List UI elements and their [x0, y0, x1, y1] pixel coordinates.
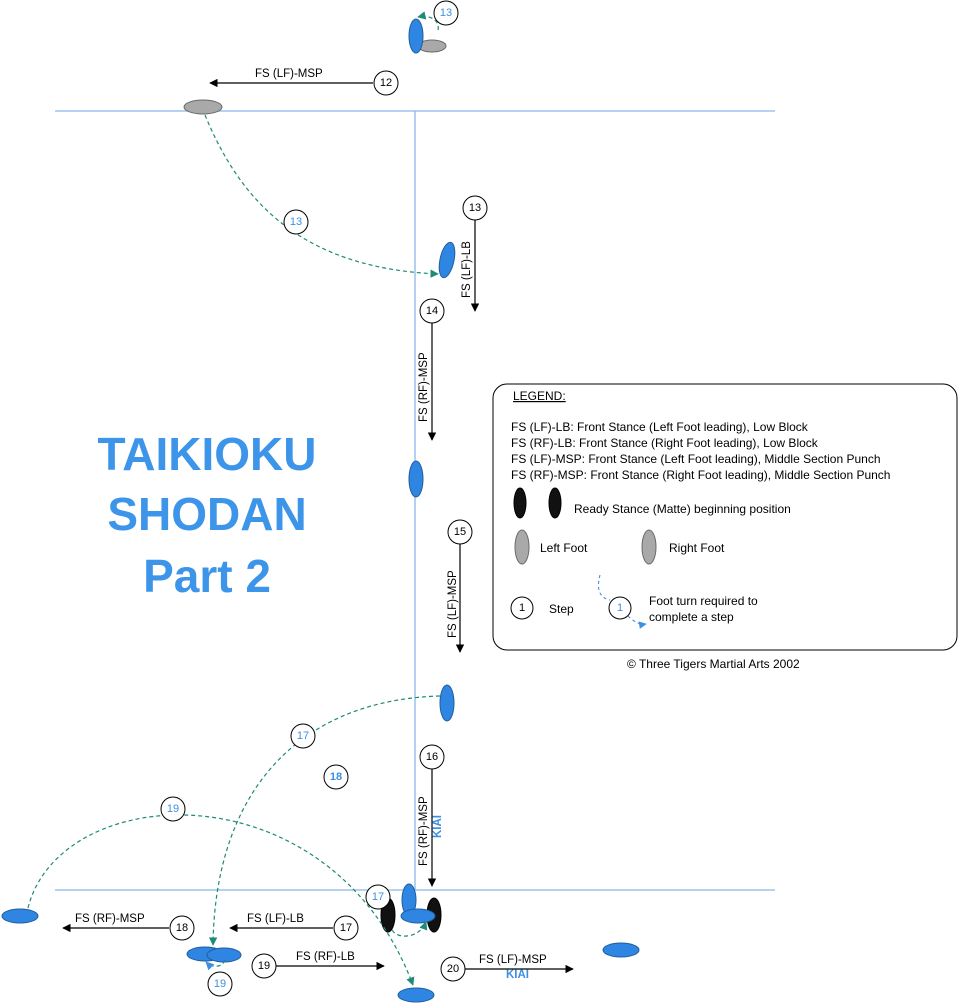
step-number-17: 17: [340, 922, 352, 934]
foot-blue-18b: [206, 947, 242, 963]
step-number-13: 13: [469, 202, 481, 214]
foot-blue-14: [408, 460, 424, 498]
step-circle-14: [419, 298, 445, 324]
foot-blue-far-left: [1, 908, 39, 924]
turn-path-17: [208, 695, 441, 946]
legend-entry-4: FS (RF)-MSP: Front Stance (Right Foot le…: [511, 468, 890, 482]
turn-circle-19-lower: [207, 971, 233, 997]
legend-ready-stance-label: Ready Stance (Matte) beginning position: [574, 502, 791, 516]
legend-turn-number: 1: [617, 602, 623, 614]
step-circle-17: [333, 915, 359, 941]
legend-step-label: Step: [549, 602, 574, 616]
step-number-20: 20: [447, 963, 459, 975]
turn-number-17-upper: 17: [297, 730, 309, 742]
copyright: © Three Tigers Martial Arts 2002: [627, 657, 800, 671]
step-number-12: 12: [380, 77, 392, 89]
turn-circle-13-top: [433, 0, 459, 26]
title-line-3: Part 2: [143, 550, 271, 602]
move-label-15: FS (LF)-MSP: [447, 570, 459, 638]
step-circle-19: [251, 953, 277, 979]
turn-path-13-mid: [204, 114, 439, 278]
legend-ready-left-foot-icon: [513, 487, 527, 519]
step-number-18: 18: [176, 922, 188, 934]
legend-turn-circle: [608, 596, 632, 620]
move-label-13: FS (LF)-LB: [461, 241, 473, 298]
turn-circle-17-upper: [290, 723, 316, 749]
turn-path-19-small: [205, 959, 226, 971]
foot-blue-20: [602, 942, 640, 958]
foot-blue-top: [408, 18, 424, 54]
foot-gray-grid: [183, 99, 223, 115]
legend-entry-1: FS (LF)-LB: Front Stance (Left Foot lead…: [511, 420, 809, 434]
turn-circle-13-mid: [283, 209, 309, 235]
step-number-14: 14: [426, 305, 438, 317]
turn-number-17-lower: 17: [372, 891, 384, 903]
move-label-16: FS (RF)-MSP: [418, 796, 430, 866]
legend: LEGEND: FS (LF)-LB: Front Stance (Left F…: [492, 383, 958, 651]
turn-path-13-top: [417, 11, 439, 31]
legend-right-foot-label: Right Foot: [669, 541, 725, 555]
turn-path-17-small: [391, 921, 428, 937]
step-circle-12: [373, 70, 399, 96]
turn-number-18: 18: [330, 771, 342, 783]
legend-step-number: 1: [519, 602, 525, 614]
legend-turn-label-1: Foot turn required to: [649, 594, 758, 608]
legend-left-foot-icon: [514, 529, 530, 565]
turn-path-19: [27, 814, 415, 986]
turn-number-19-lower: 19: [214, 978, 226, 990]
foot-blue-15: [439, 684, 455, 722]
step-circle-18: [169, 915, 195, 941]
legend-turn-path-end: [627, 615, 647, 629]
move-label-12: FS (LF)-MSP: [255, 68, 323, 80]
legend-entry-2: FS (RF)-LB: Front Stance (Right Foot lea…: [511, 436, 819, 450]
step-circle-20: [440, 956, 466, 982]
turn-circle-18: [323, 764, 349, 790]
legend-left-foot-label: Left Foot: [540, 541, 588, 555]
title-line-2: SHODAN: [107, 488, 306, 540]
legend-right-foot-icon: [641, 529, 657, 565]
step-number-15: 15: [454, 526, 466, 538]
move-label-18: FS (RF)-MSP: [75, 913, 145, 925]
move-label-17: FS (LF)-LB: [247, 913, 304, 925]
legend-box: [492, 383, 958, 651]
legend-entry-3: FS (LF)-MSP: Front Stance (Left Foot lea…: [511, 452, 881, 466]
foot-blue-bottom: [397, 987, 435, 1003]
foot-blue-13: [438, 241, 456, 279]
title-line-1: TAIKIOKU: [98, 428, 317, 480]
move-label-19: FS (RF)-LB: [296, 951, 355, 963]
kiai-label-20: KIAI: [506, 969, 529, 981]
move-label-20: FS (LF)-MSP: [479, 954, 547, 966]
legend-step-circle: [510, 596, 534, 620]
turn-number-13-mid: 13: [290, 216, 302, 228]
turn-number-13-top: 13: [440, 7, 452, 19]
legend-ready-right-foot-icon: [548, 487, 562, 519]
step-circle-13: [462, 195, 488, 221]
step-circle-16: [419, 744, 445, 770]
kiai-label-16: KIAI: [432, 815, 444, 838]
step-circle-15: [447, 519, 473, 545]
step-number-19: 19: [258, 960, 270, 972]
move-label-14: FS (RF)-MSP: [418, 352, 430, 422]
legend-heading: LEGEND:: [513, 389, 566, 403]
turn-circle-17-lower: [365, 884, 391, 910]
legend-turn-label-2: complete a step: [649, 610, 734, 624]
turn-circle-19-upper: [160, 796, 186, 822]
step-number-16: 16: [426, 751, 438, 763]
turn-number-19-upper: 19: [167, 803, 179, 815]
foot-blue-17-turn: [400, 908, 436, 924]
